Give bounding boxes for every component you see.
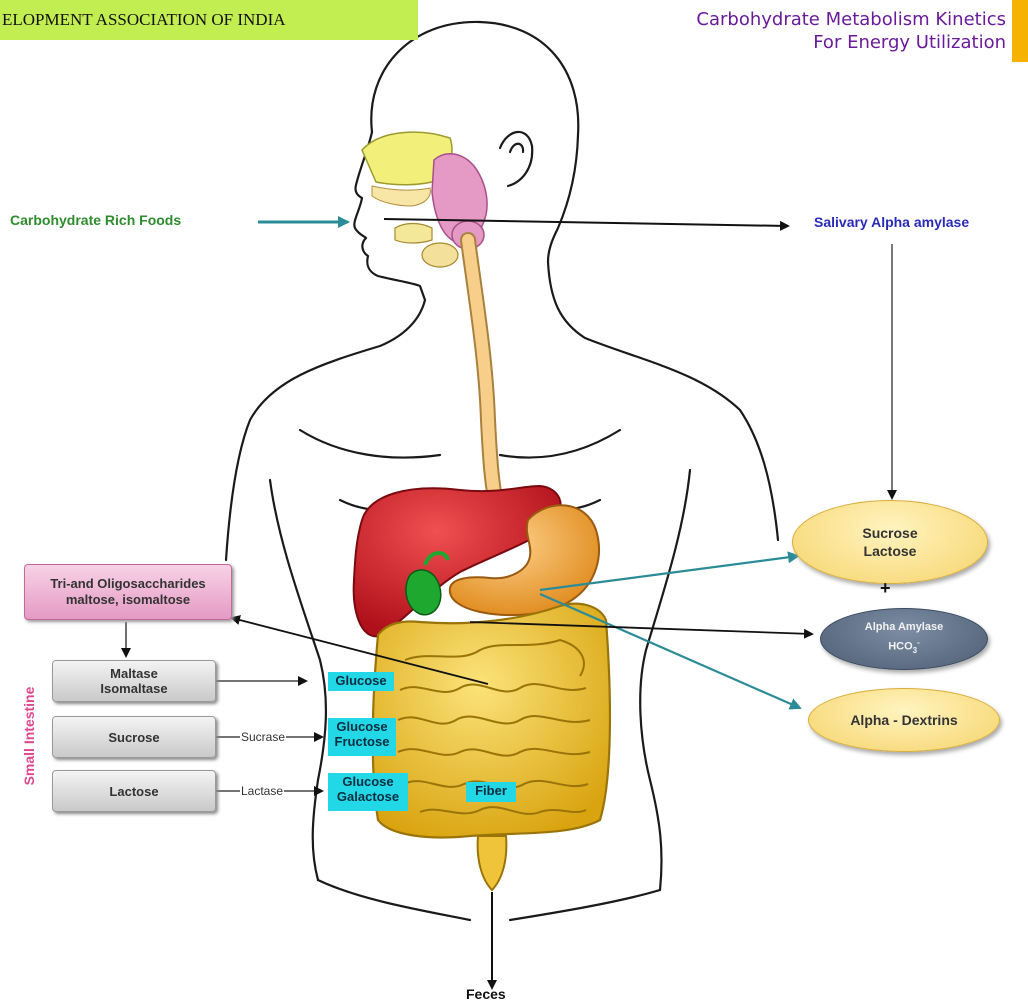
plus-sign: + [880,578,891,599]
salivary-amylase-label: Salivary Alpha amylase [814,214,969,230]
glucose-galactose-tag: Glucose Galactose [328,773,408,811]
page-title: Carbohydrate Metabolism Kinetics For Ene… [696,8,1006,54]
alpha-dextrins-oval: Alpha - Dextrins [808,688,1000,752]
glucose-tag: Glucose [328,672,394,691]
small-intestine-label: Small Intestine [21,681,37,791]
header-association-banner: ELOPMENT ASSOCIATION OF INDIA [0,0,418,40]
oval-dextrins-text: Alpha - Dextrins [850,712,957,728]
lactose-box: Lactose [52,770,216,812]
oval-sucrose-text: Sucrose [862,524,917,542]
oligo-line-2: maltose, isomaltose [66,592,190,608]
oligo-line-1: Tri-and Oligosaccharides [50,576,205,592]
maltase-box: Maltase Isomaltase [52,660,216,702]
alpha-amylase-oval: Alpha Amylase HCO3- [820,608,988,670]
sucrase-label: Sucrase [240,730,286,744]
header-accent-bar [1012,0,1028,62]
carbohydrate-foods-label: Carbohydrate Rich Foods [10,212,181,228]
fiber-tag: Fiber [466,782,516,802]
gallbladder [406,570,441,615]
oval-hco3-text: HCO3- [888,635,920,659]
glucose-fructose-tag: Glucose Fructose [328,718,396,756]
oval-lactose-text: Lactose [864,542,917,560]
rectum [478,836,507,890]
esophagus [468,240,498,510]
lactase-label: Lactase [240,784,284,798]
title-line-1: Carbohydrate Metabolism Kinetics [696,8,1006,31]
sucrose-box: Sucrose [52,716,216,758]
title-line-2: For Energy Utilization [696,31,1006,54]
oligosaccharides-box: Tri-and Oligosaccharides maltose, isomal… [24,564,232,620]
sucrose-lactose-oval: Sucrose Lactose [792,500,988,584]
oval-amylase-text: Alpha Amylase [865,619,943,635]
maltase-line-1: Maltase [110,666,158,681]
maltase-line-2: Isomaltase [100,681,167,696]
feces-label: Feces [466,986,506,1002]
